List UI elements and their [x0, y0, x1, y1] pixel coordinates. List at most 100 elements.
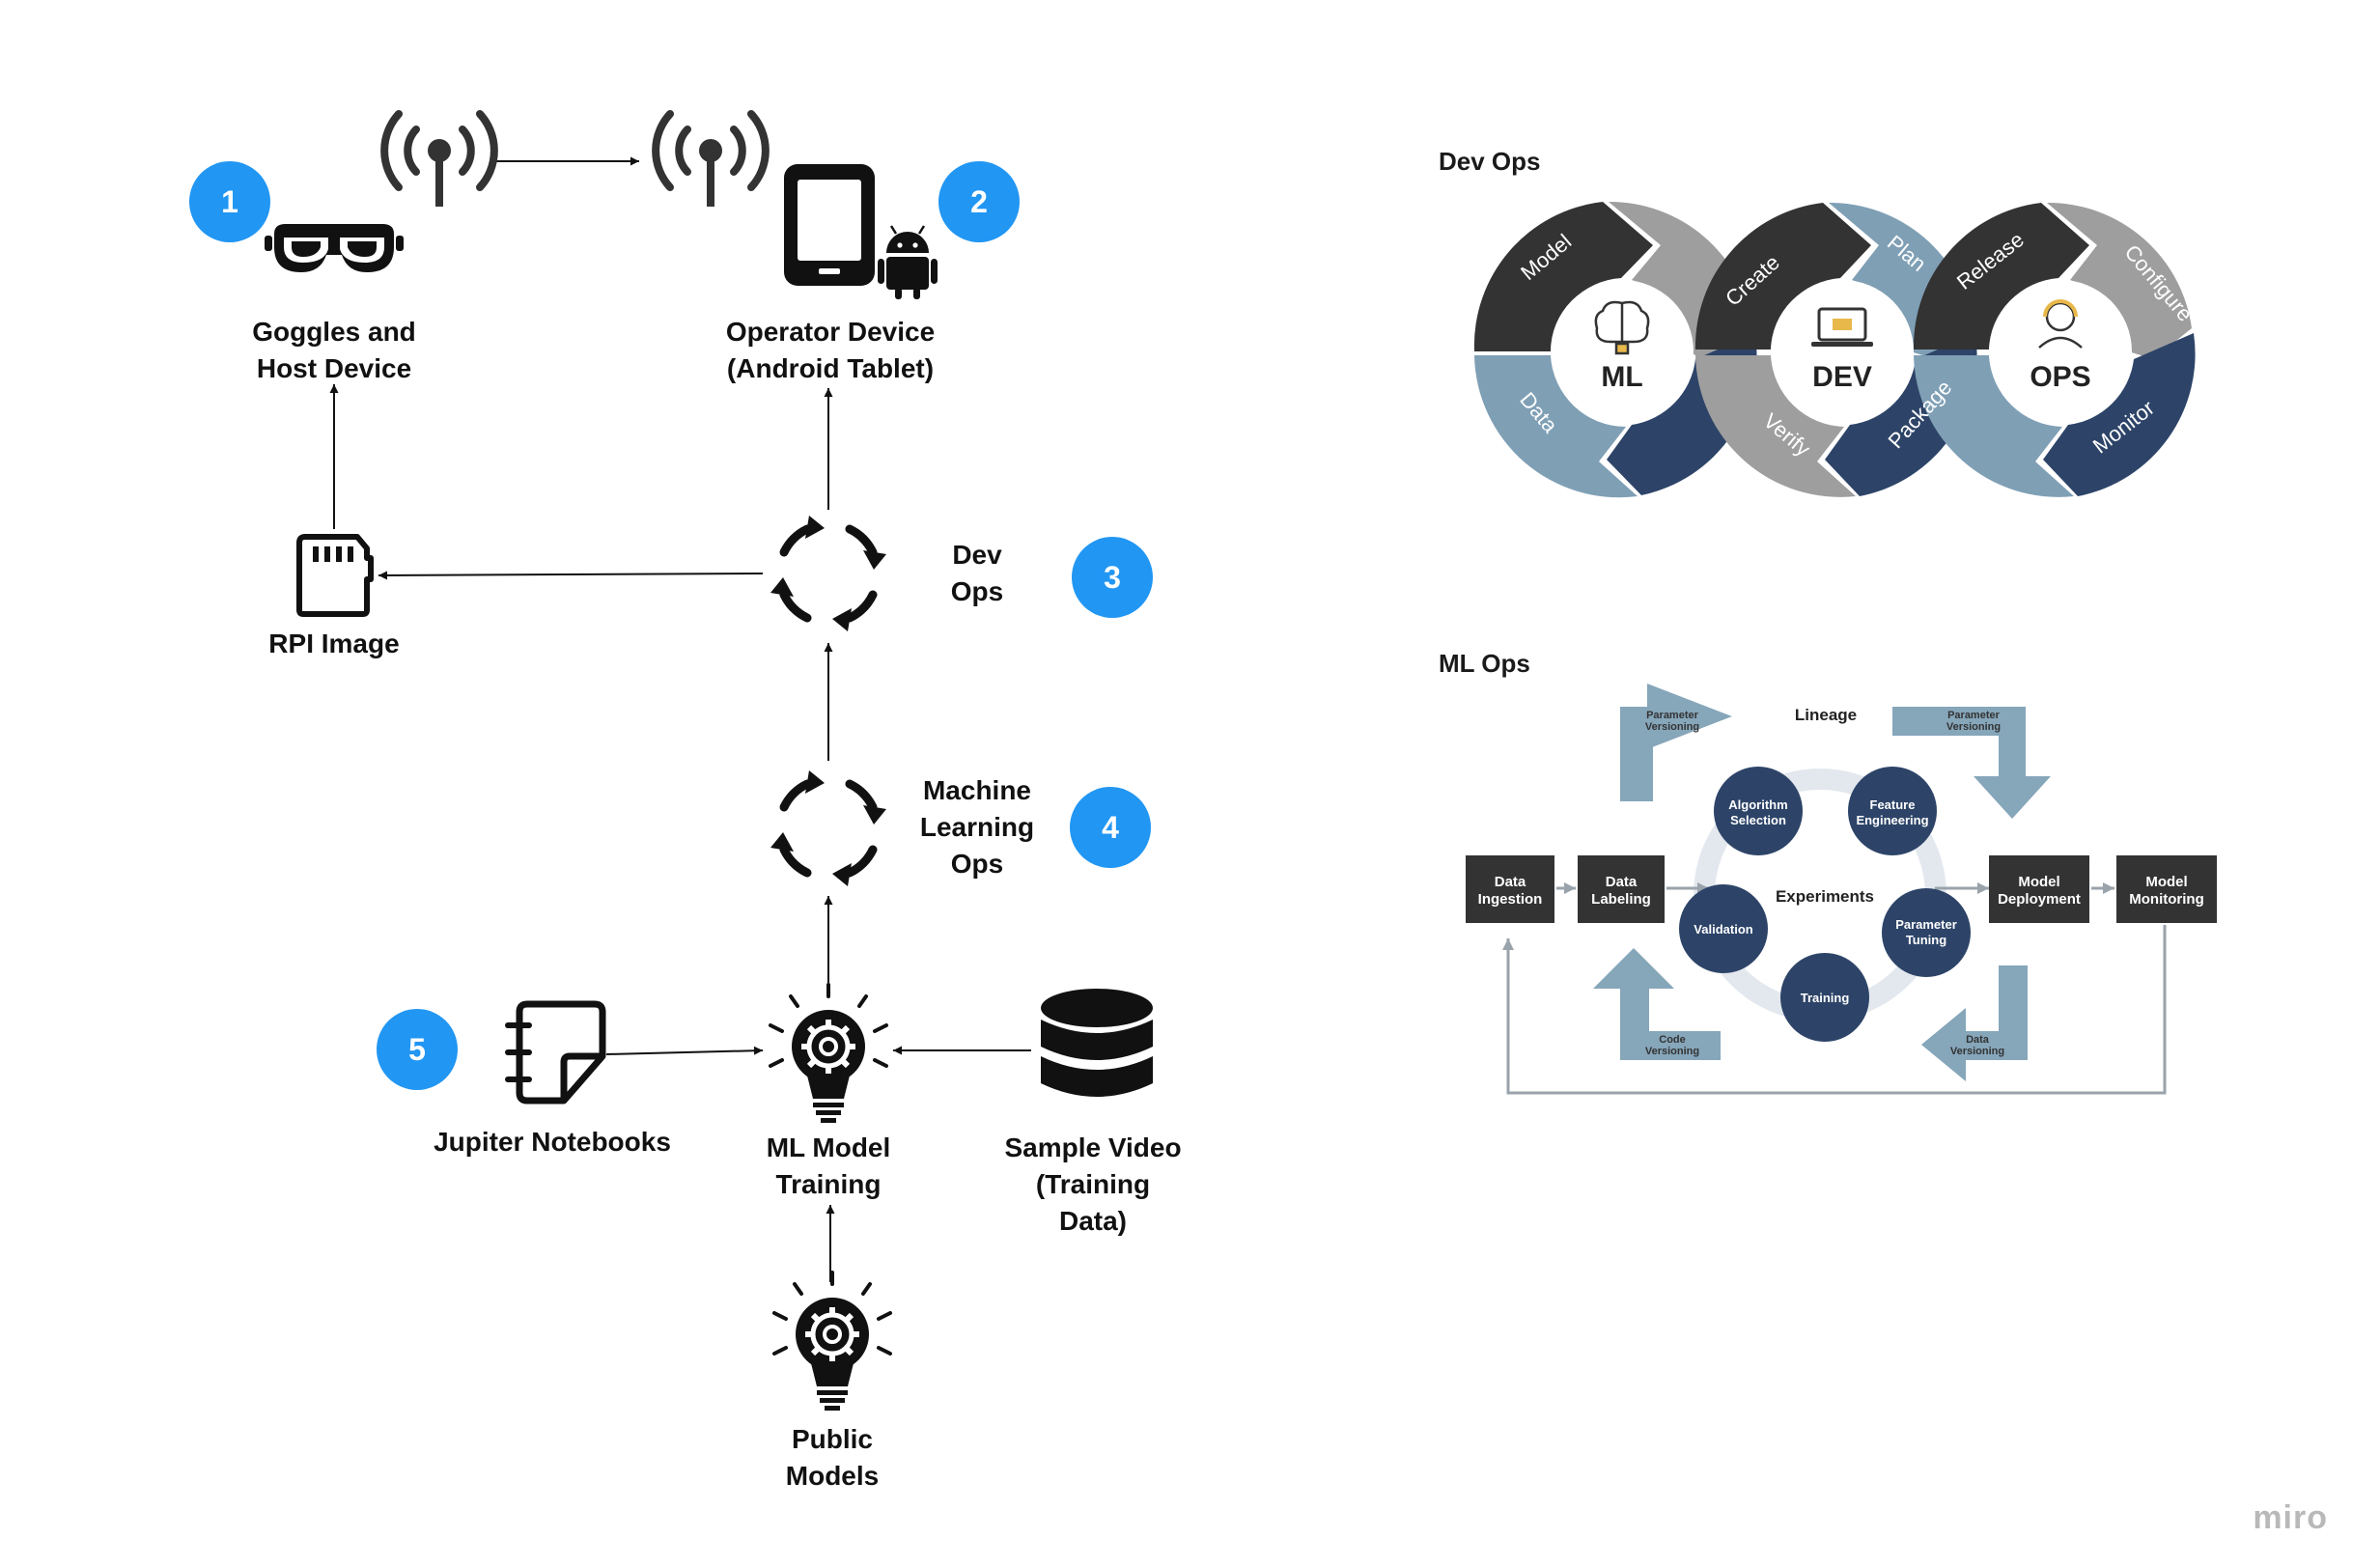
arrow-bottom-left: [1593, 948, 1721, 1060]
segment-data: [1474, 355, 1638, 498]
arrow-br-l1: Data: [1966, 1034, 1990, 1046]
rpi-label-l1: RPI Image: [268, 629, 400, 658]
public-models-bulb-icon: [774, 1272, 890, 1411]
brain-icon: [1594, 300, 1650, 355]
devops-to-rpi-arrow: [378, 571, 764, 580]
mlops-label-l2: Learning: [919, 812, 1035, 842]
segment-release: [1913, 203, 2089, 350]
operator-person-icon: [2038, 299, 2083, 349]
arrow-top-left: [1620, 684, 1732, 801]
operator-label-l2: (Android Tablet): [726, 353, 935, 383]
devops-label-l2: Ops: [950, 576, 1004, 606]
mlops-label-l3: Ops: [950, 849, 1004, 879]
step-badge-3: 3: [1072, 537, 1153, 618]
notebooks-label-l1: Jupiter Notebooks: [434, 1127, 671, 1157]
box-labeling-l1: Data: [1606, 874, 1638, 890]
box-ingestion-l1: Data: [1495, 874, 1526, 890]
devops-infinity-diagram: [1473, 201, 2196, 498]
mlops-cycle-icon: [770, 770, 886, 886]
devops-section-title: Dev Ops: [1439, 147, 1541, 176]
goggles-label-l2: Host Device: [256, 353, 412, 383]
notebooks-label: Jupiter Notebooks: [434, 1124, 671, 1161]
segment-model: [1473, 202, 1653, 351]
video-label: Sample Video (Training Data): [1004, 1130, 1181, 1240]
android-icon: [878, 225, 938, 299]
arrow-tr-l2: Versioning: [1946, 721, 2001, 733]
circle-validation-l1: Validation: [1694, 922, 1752, 937]
segment-monitor: [2043, 333, 2196, 496]
notebook-icon: [505, 1000, 606, 1105]
training-label: ML Model Training: [767, 1130, 891, 1203]
arrow-tr-l1: Parameter: [1947, 710, 2001, 721]
mlops-section-title: ML Ops: [1439, 649, 1530, 678]
mlops-flow-diagram: [1466, 684, 2217, 1095]
video-label-l1: Sample Video: [1004, 1133, 1182, 1162]
arrow-top-right: [1892, 707, 2051, 819]
step-badge-1: 1: [189, 161, 270, 242]
arrow-br-l2: Versioning: [1950, 1046, 2004, 1057]
box-deployment-l1: Model: [2018, 874, 2059, 890]
arrow-bl-l2: Versioning: [1645, 1046, 1699, 1057]
training-bulb-icon: [770, 985, 886, 1123]
circle-feature-engineering: [1848, 767, 1937, 855]
box-ingestion-l2: Ingestion: [1478, 891, 1543, 908]
flow-lines: [1502, 882, 2167, 1095]
box-data-labeling: [1578, 855, 1665, 923]
circle-parameter-tuning: [1882, 888, 1971, 977]
sd-card-icon: [296, 534, 374, 617]
ops-hub: [1989, 280, 2132, 423]
training-label-l1: ML Model: [766, 1133, 891, 1162]
public-models-label-l2: Models: [785, 1461, 880, 1491]
circle-tuning-l1: Parameter: [1895, 917, 1957, 932]
dev-hub: [1771, 280, 1914, 423]
circle-feature-l2: Engineering: [1856, 813, 1928, 827]
box-monitoring-l1: Model: [2145, 874, 2187, 890]
mlops-label-l1: Machine: [922, 775, 1032, 805]
hub-label-dev: DEV: [1812, 361, 1872, 393]
video-label-l3: Data): [1058, 1206, 1128, 1236]
connectors: [329, 156, 1031, 1282]
segment-configure: [2047, 202, 2192, 359]
box-deployment-l2: Deployment: [1998, 891, 2081, 908]
circle-algorithm-l1: Algorithm: [1728, 797, 1787, 812]
circle-tuning-l2: Tuning: [1906, 933, 1946, 947]
devops-cycle-icon: [770, 516, 886, 631]
circle-algorithm-selection: [1714, 767, 1803, 855]
step-badge-2: 2: [938, 161, 1020, 242]
public-models-label-l1: Public: [791, 1424, 873, 1454]
arrow-tl-l1: Parameter: [1646, 710, 1699, 721]
segment-create: [1694, 203, 1871, 350]
devops-label-l1: Dev: [952, 540, 1002, 570]
segment-verify: [1695, 355, 1856, 497]
rpi-label: RPI Image: [268, 626, 399, 662]
operator-label: Operator Device (Android Tablet): [726, 314, 935, 387]
goggles-icon: [265, 224, 404, 272]
arrow-tl-l2: Versioning: [1645, 721, 1699, 733]
step-badge-4: 4: [1070, 787, 1151, 868]
miro-watermark: miro: [2253, 1499, 2328, 1536]
box-model-monitoring: [2116, 855, 2217, 923]
circle-training: [1780, 953, 1869, 1042]
circle-algorithm-l2: Selection: [1730, 813, 1786, 827]
mlops-label: Machine Learning Ops: [920, 772, 1034, 882]
antenna-left-icon: [384, 114, 494, 207]
circle-feature-l1: Feature: [1870, 797, 1916, 812]
tablet-icon: [784, 164, 875, 286]
operator-label-l1: Operator Device: [725, 317, 936, 347]
public-models-label: Public Models: [786, 1421, 879, 1495]
video-label-l2: (Training: [1035, 1169, 1151, 1199]
ops-loop: [1913, 202, 2196, 497]
laptop-icon: [1811, 307, 1873, 347]
box-data-ingestion: [1466, 855, 1554, 923]
experiments-label: Experiments: [1776, 887, 1874, 906]
devops-label: Dev Ops: [951, 537, 1003, 610]
arrow-bl-l1: Code: [1659, 1034, 1686, 1046]
arrow-bottom-right: [1921, 965, 2028, 1081]
box-model-deployment: [1989, 855, 2089, 923]
training-label-l2: Training: [775, 1169, 882, 1199]
hub-label-ops: OPS: [2030, 361, 2090, 393]
antenna-right-icon: [656, 114, 766, 207]
goggles-label: Goggles and Host Device: [252, 314, 416, 387]
goggles-label-l1: Goggles and: [252, 317, 416, 347]
